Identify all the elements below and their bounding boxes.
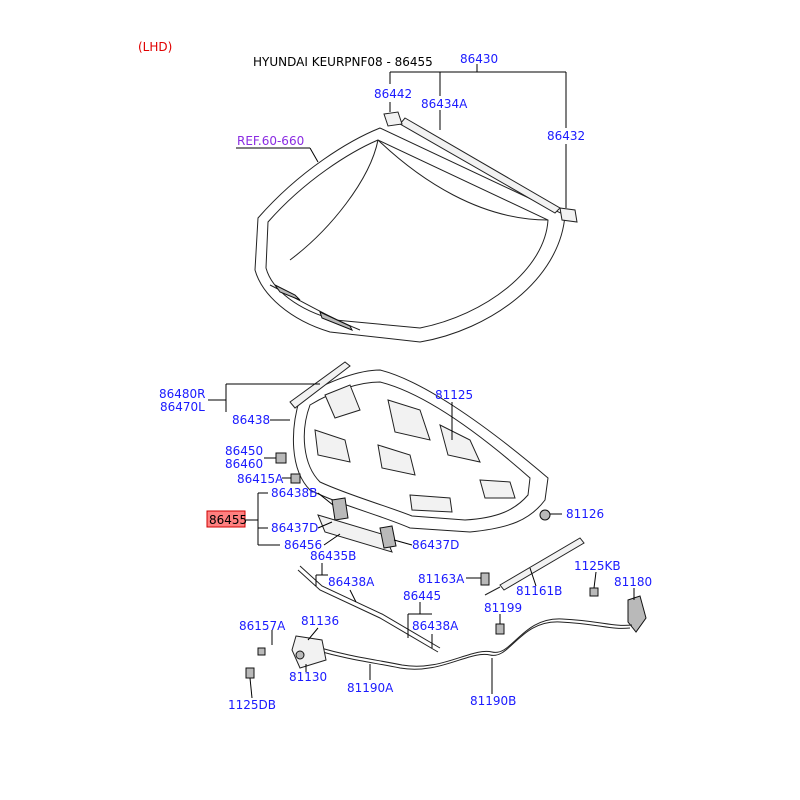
stay-rod-86438A [297, 565, 441, 653]
label-ref[interactable]: REF.60-660 [237, 134, 304, 148]
label-81180[interactable]: 81180 [614, 575, 652, 589]
label-86456[interactable]: 86456 [284, 538, 322, 552]
label-81199[interactable]: 81199 [484, 601, 522, 615]
label-81126[interactable]: 81126 [566, 507, 604, 521]
label-86437D-right[interactable]: 86437D [412, 538, 459, 552]
label-86438B[interactable]: 86438B [271, 486, 317, 500]
label-81130[interactable]: 81130 [289, 670, 327, 684]
hood-inner-panel [293, 369, 549, 533]
release-cable [314, 618, 633, 670]
lhd-label: (LHD) [138, 40, 172, 54]
bolt-1125KB [589, 587, 599, 597]
label-86460[interactable]: 86460 [225, 457, 263, 471]
label-86470L[interactable]: 86470L [160, 400, 205, 414]
bumper-86450 [275, 452, 287, 464]
bumper-86415A [290, 473, 301, 484]
label-86438[interactable]: 86438 [232, 413, 270, 427]
label-86430[interactable]: 86430 [460, 52, 498, 66]
leader-lines [208, 64, 635, 699]
weatherstrip-86434A [399, 117, 561, 214]
clip-81199 [495, 623, 505, 635]
label-86434A[interactable]: 86434A [421, 97, 468, 111]
label-86438A-top[interactable]: 86438A [328, 575, 375, 589]
seal-86438 [289, 361, 351, 409]
label-81125[interactable]: 81125 [435, 388, 473, 402]
label-81161B[interactable]: 81161B [516, 584, 562, 598]
label-86157A[interactable]: 86157A [239, 619, 286, 633]
gas-lift-81161B [484, 537, 585, 596]
label-86438A-bottom[interactable]: 86438A [412, 619, 459, 633]
label-81190A[interactable]: 81190A [347, 681, 394, 695]
clip-81126 [539, 509, 551, 521]
label-86437D-left[interactable]: 86437D [271, 521, 318, 535]
latch-81130 [291, 635, 327, 669]
label-86450[interactable]: 86450 [225, 444, 263, 458]
diagram-title: HYUNDAI KEURPNF08 - 86455 [253, 55, 433, 69]
label-81136[interactable]: 81136 [301, 614, 339, 628]
hood-panel [254, 127, 566, 343]
label-86442[interactable]: 86442 [374, 87, 412, 101]
bolt-86157A [257, 647, 266, 656]
label-86415A[interactable]: 86415A [237, 472, 284, 486]
highlighted-part-86455[interactable]: 86455 [206, 510, 247, 528]
label-86445[interactable]: 86445 [403, 589, 441, 603]
highlight-box [206, 510, 246, 528]
bracket-86432 [559, 207, 578, 223]
label-81190B[interactable]: 81190B [470, 694, 516, 708]
bracket-86442 [383, 111, 403, 127]
label-1125DB[interactable]: 1125DB [228, 698, 276, 712]
label-1125KB[interactable]: 1125KB [574, 559, 621, 573]
label-86455[interactable]: 86455 [209, 513, 247, 527]
label-86435B[interactable]: 86435B [310, 549, 356, 563]
label-86480R[interactable]: 86480R [159, 387, 206, 401]
latch-bracket-86455 [317, 497, 397, 553]
label-81163A[interactable]: 81163A [418, 572, 465, 586]
bracket-81163A [480, 572, 490, 586]
bolt-1125DB [245, 667, 255, 679]
hinge-81180 [627, 595, 647, 633]
label-86432[interactable]: 86432 [547, 129, 585, 143]
